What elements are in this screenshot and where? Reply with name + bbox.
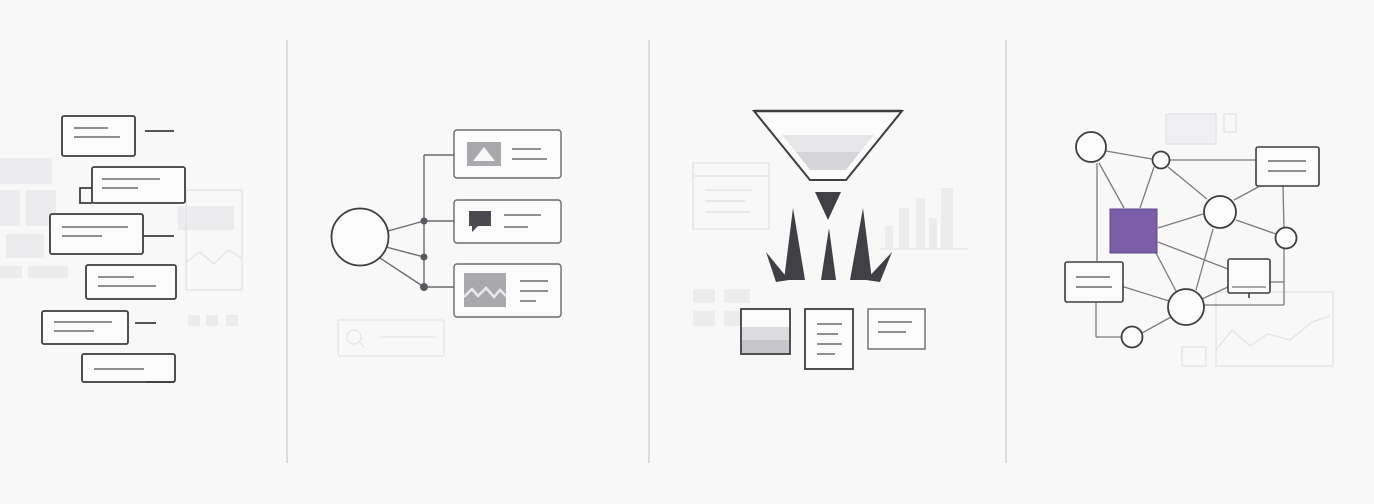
- edge: [385, 246, 425, 258]
- output-doc-lines: [817, 321, 912, 355]
- funnel-fill-band: [796, 152, 860, 170]
- spray-ray: [766, 252, 789, 282]
- ghost-grid: [693, 289, 750, 326]
- hub-node: [330, 207, 390, 267]
- network-card-lines: [1076, 160, 1306, 288]
- image-icon: [467, 142, 501, 166]
- search-icon: [346, 329, 362, 345]
- ghost-block: [1165, 113, 1217, 145]
- ghost-block: [1223, 113, 1237, 133]
- ghost-block: [6, 234, 44, 258]
- ghost-block: [28, 266, 68, 278]
- ghost-block: [226, 315, 238, 326]
- network-node: [1203, 195, 1237, 229]
- junction-dot: [420, 253, 428, 261]
- panel-connected-network: [1064, 113, 1334, 367]
- ghost-wave: [185, 249, 243, 265]
- junction-dot: [420, 283, 428, 291]
- line-chart-icon: [1215, 315, 1331, 351]
- ghost-background: [0, 158, 238, 326]
- spray-ray: [784, 208, 805, 280]
- spray-ray: [821, 228, 836, 280]
- text-card: [49, 213, 144, 255]
- network-node: [1167, 288, 1205, 326]
- spray-drop: [815, 192, 841, 220]
- search-icon: [358, 341, 365, 348]
- network-card: [1255, 146, 1320, 187]
- network-edges: [1095, 150, 1285, 338]
- ghost-block: [0, 190, 20, 226]
- network-card: [1064, 261, 1124, 303]
- network-node: [1274, 226, 1298, 250]
- panel-stacked-cards: [0, 115, 243, 383]
- ghost-outlines: [185, 189, 243, 291]
- highlighted-node: [1109, 208, 1158, 254]
- spray-ray: [850, 208, 872, 280]
- panel-branching-tree: [330, 129, 562, 357]
- panel-dividers: [286, 40, 1007, 463]
- funnel: [751, 109, 905, 181]
- network-node: [1075, 131, 1107, 163]
- ghost-background: [1165, 113, 1334, 367]
- edge: [387, 220, 425, 232]
- ghost-chart-frame: [1215, 291, 1334, 367]
- media-card-comment: [453, 199, 562, 244]
- ghost-search-bar: [337, 319, 445, 357]
- network-node: [1120, 325, 1144, 349]
- output-doc-text: [804, 308, 854, 370]
- ghost-block: [178, 206, 234, 230]
- text-card: [85, 264, 177, 300]
- network-nodes: [1075, 131, 1298, 349]
- ghost-block: [206, 315, 218, 326]
- landscape-icon: [463, 273, 507, 307]
- card-text-lines: [54, 127, 160, 370]
- output-doc-note: [867, 308, 926, 350]
- ghost-panel: [185, 189, 243, 291]
- search-box: [337, 319, 445, 357]
- card-connectors: [79, 130, 174, 383]
- connector: [79, 187, 92, 204]
- tree-edges: [379, 154, 454, 288]
- ghost-block: [188, 315, 200, 326]
- funnel-spray: [766, 192, 892, 282]
- ghost-block: [0, 158, 52, 184]
- text-card: [91, 166, 186, 204]
- tree-junctions: [420, 217, 428, 291]
- junction-dot: [420, 217, 428, 225]
- bar-chart-icon: [880, 188, 968, 250]
- text-card: [41, 310, 129, 345]
- speech-bubble-icon: [469, 211, 491, 232]
- spray-ray: [866, 252, 892, 282]
- text-cards: [41, 115, 186, 383]
- edge: [379, 257, 425, 288]
- ghost-block: [1181, 346, 1207, 367]
- network-node: [1151, 150, 1171, 170]
- media-card-text-lines: [504, 148, 548, 302]
- ghost-background: [692, 162, 968, 326]
- output-documents: [740, 308, 926, 370]
- ghost-document: [692, 162, 770, 230]
- network-cards: [1064, 146, 1320, 303]
- panel-filter-funnel: [692, 109, 968, 370]
- ghost-block: [0, 266, 22, 278]
- funnel-fill-band: [782, 135, 874, 152]
- monitor-icon: [1227, 258, 1271, 298]
